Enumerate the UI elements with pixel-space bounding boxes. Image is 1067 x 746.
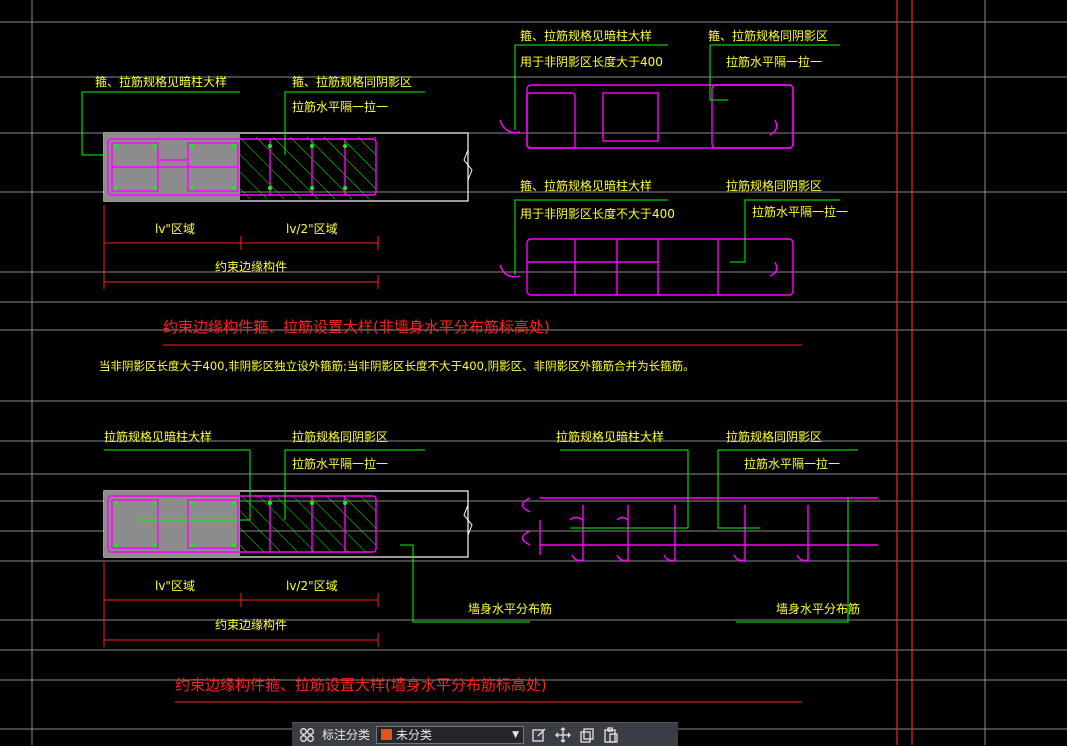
category-color-swatch: [381, 729, 393, 740]
copy-icon[interactable]: [578, 726, 596, 744]
d2-dim-lv: lv"区域: [155, 579, 195, 593]
d1-right-bot-label2: 拉筋规格同阴影区: [726, 178, 822, 193]
annotation-toolbar: 标注分类 未分类 ▼: [292, 722, 678, 746]
d2-wall-rebar-right: 墙身水平分布筋: [776, 601, 860, 616]
d2-label-mid: 拉筋规格同阴影区: [292, 429, 388, 444]
d1-right-bot-label2-sub: 拉筋水平隔一拉一: [752, 204, 848, 219]
d1-right-top-label1-sub: 用于非阴影区长度大于400: [520, 54, 663, 69]
d2-label-left: 拉筋规格见暗柱大样: [104, 429, 212, 444]
d2-right-label1: 拉筋规格见暗柱大样: [556, 429, 664, 444]
diagram1-right-bottom-detail: 箍、拉筋规格见暗柱大样 用于非阴影区长度不大于400 拉筋规格同阴影区 拉筋水平…: [499, 178, 848, 296]
d1-note: 当非阴影区长度大于400,非阴影区独立设外箍筋;当非阴影区长度不大于400,阴影…: [99, 359, 695, 373]
d1-right-top-label1: 箍、拉筋规格见暗柱大样: [520, 28, 652, 43]
paste-icon[interactable]: [602, 726, 620, 744]
d1-dim-lv2: lv/2"区域: [286, 222, 338, 236]
category-select[interactable]: 未分类 ▼: [376, 725, 525, 744]
move-icon[interactable]: [554, 726, 572, 744]
d1-label-left: 箍、拉筋规格见暗柱大样: [95, 74, 227, 89]
d2-right-label2-sub: 拉筋水平隔一拉一: [744, 456, 840, 471]
d1-right-bot-label1-sub: 用于非阴影区长度不大于400: [520, 206, 675, 221]
diagram1-right-top-detail: 箍、拉筋规格见暗柱大样 用于非阴影区长度大于400 箍、拉筋规格同阴影区 拉筋水…: [499, 28, 840, 149]
d2-title: 约束边缘构件箍、拉筋设置大样(墙身水平分布筋标高处): [175, 676, 547, 694]
diagram2-right-detail: 拉筋规格见暗柱大样 拉筋规格同阴影区 拉筋水平隔一拉一 墙身水平分布筋: [521, 429, 878, 623]
d1-dim-total: 约束边缘构件: [215, 259, 287, 274]
diagram1-section: 箍、拉筋规格见暗柱大样 箍、拉筋规格同阴影区 拉筋水平隔一拉一 lv"区域 lv…: [81, 74, 473, 289]
diagram2-section: 拉筋规格见暗柱大样 拉筋规格同阴影区 拉筋水平隔一拉一 lv"区域 lv/2"区…: [103, 429, 552, 647]
edit-icon[interactable]: [530, 726, 548, 744]
sheet-frame: [896, 0, 913, 745]
d1-label-mid: 箍、拉筋规格同阴影区: [292, 74, 412, 89]
d2-wall-rebar-left: 墙身水平分布筋: [468, 601, 552, 616]
d1-label-mid-sub: 拉筋水平隔一拉一: [292, 99, 388, 114]
grid-icon[interactable]: [298, 726, 316, 744]
d2-label-mid-sub: 拉筋水平隔一拉一: [292, 456, 388, 471]
category-label: 标注分类: [322, 728, 371, 742]
d2-dim-total: 约束边缘构件: [215, 617, 287, 632]
d1-right-top-label2: 箍、拉筋规格同阴影区: [708, 28, 828, 43]
d2-right-label2: 拉筋规格同阴影区: [726, 429, 822, 444]
chevron-down-icon: ▼: [512, 729, 520, 740]
d1-right-bot-label1: 箍、拉筋规格见暗柱大样: [520, 178, 652, 193]
hatched-zone: [240, 137, 376, 199]
d1-title: 约束边缘构件箍、拉筋设置大样(非墙身水平分布筋标高处): [163, 318, 550, 336]
d1-right-top-label2-sub: 拉筋水平隔一拉一: [726, 54, 822, 69]
category-selected-value: 未分类: [396, 728, 433, 742]
d1-dim-lv: lv"区域: [155, 222, 195, 236]
d2-dim-lv2: lv/2"区域: [286, 579, 338, 593]
